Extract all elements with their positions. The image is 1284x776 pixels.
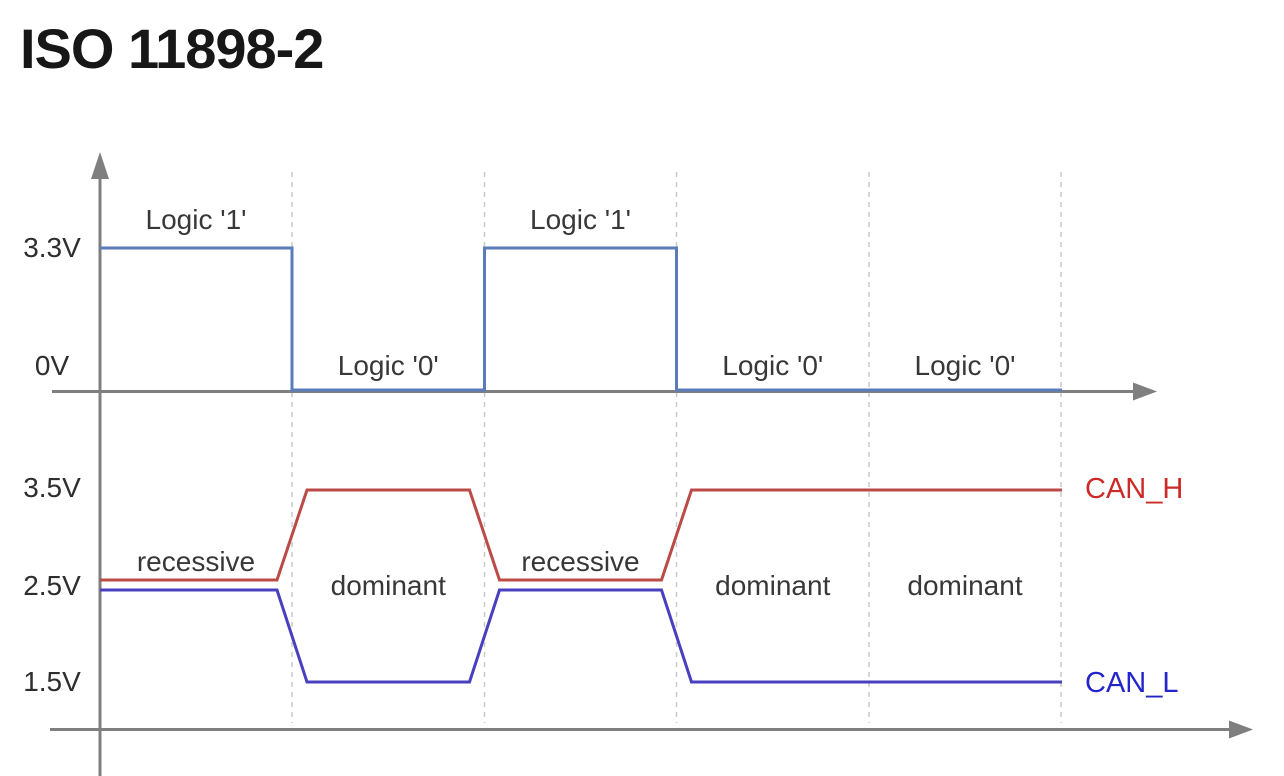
logic-state-label: Logic '0' — [915, 350, 1016, 381]
logic-state-label: Logic '1' — [530, 204, 631, 235]
bus-state-label: recessive — [137, 546, 255, 577]
bus-state-label: dominant — [715, 570, 830, 601]
voltage-label-3.5v: 3.5V — [23, 472, 81, 503]
bottom-x-axis-arrowhead — [1229, 720, 1253, 739]
logic-state-label: Logic '1' — [146, 204, 247, 235]
bus-state-label: dominant — [331, 570, 446, 601]
logic-state-label: Logic '0' — [722, 350, 823, 381]
voltage-label-0v: 0V — [35, 350, 70, 381]
axes-group — [50, 152, 1253, 776]
voltage-label-1.5v: 1.5V — [23, 666, 81, 697]
bus-state-label: recessive — [521, 546, 639, 577]
bus-state-labels-group: recessive dominant recessive dominant domina… — [137, 546, 1023, 601]
y-axis-arrowhead — [91, 152, 109, 179]
can-l-label: CAN_L — [1085, 667, 1179, 699]
can-h-signal-line — [100, 488, 1062, 582]
top-x-axis-arrowhead — [1133, 382, 1157, 401]
voltage-label-2.5v: 2.5V — [23, 570, 81, 601]
figure-title: ISO 11898-2 — [20, 17, 324, 80]
can-h-label: CAN_H — [1085, 473, 1183, 505]
logic-signal-line — [100, 246, 1062, 392]
logic-state-labels-group: Logic '1' Logic '0' Logic '1' Logic '0' Logi… — [146, 204, 1016, 381]
can-l-signal-line — [100, 588, 1062, 684]
bus-state-label: dominant — [907, 570, 1022, 601]
logic-state-label: Logic '0' — [338, 350, 439, 381]
voltage-label-3.3v: 3.3V — [23, 232, 81, 263]
